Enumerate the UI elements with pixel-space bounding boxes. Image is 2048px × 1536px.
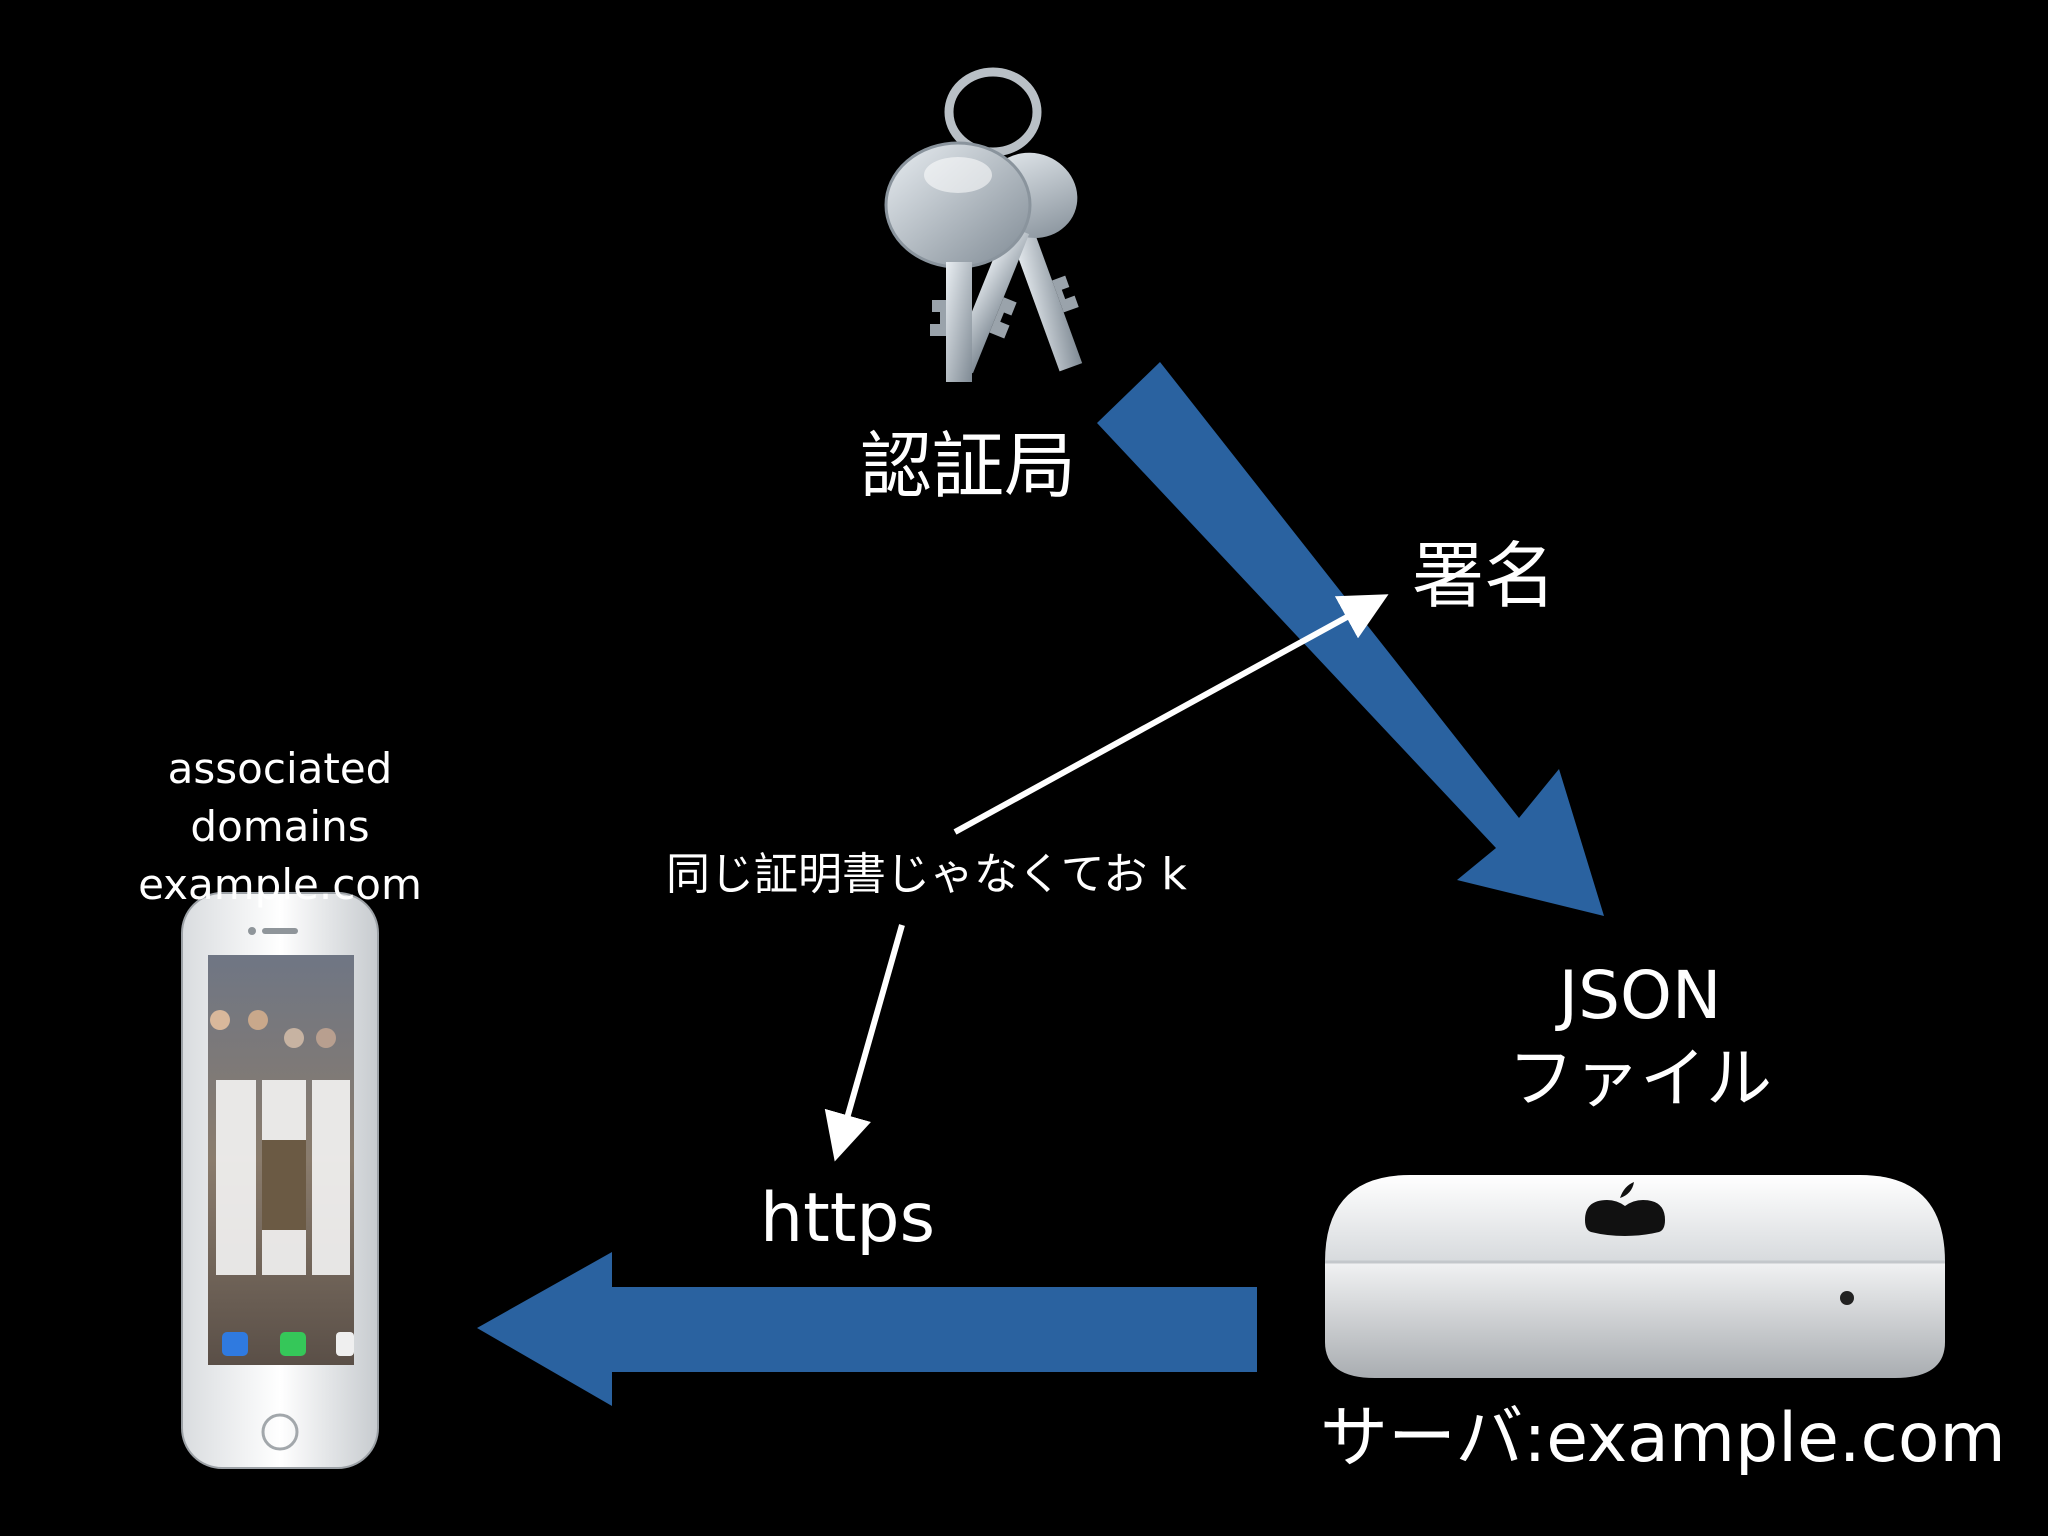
https-arrow — [477, 1252, 1257, 1406]
file-line: ファイル — [1508, 1039, 1772, 1117]
server-label: サーバ:example.com — [1320, 1399, 2006, 1478]
mac-mini-icon — [1325, 1175, 1945, 1378]
cert-authority-label: 認証局 — [860, 424, 1077, 508]
associated-domain-value: example.com — [138, 859, 422, 909]
note-arrow-down — [824, 924, 905, 1162]
json-line: JSON — [1558, 957, 1722, 1034]
sign-arrow — [1097, 362, 1604, 916]
json-file-label: JSON ファイル — [1480, 955, 1800, 1120]
keychain-icon — [884, 67, 1083, 382]
associated-domains-caption: associated domains example.com — [80, 740, 480, 914]
same-cert-note: 同じ証明書じゃなくてお k — [666, 849, 1187, 900]
note-arrow-up — [953, 594, 1389, 835]
iphone-icon — [181, 892, 379, 1469]
associated-domains-line: associated domains — [167, 744, 393, 851]
signature-label: 署名 — [1412, 534, 1557, 618]
https-label: https — [760, 1179, 936, 1258]
